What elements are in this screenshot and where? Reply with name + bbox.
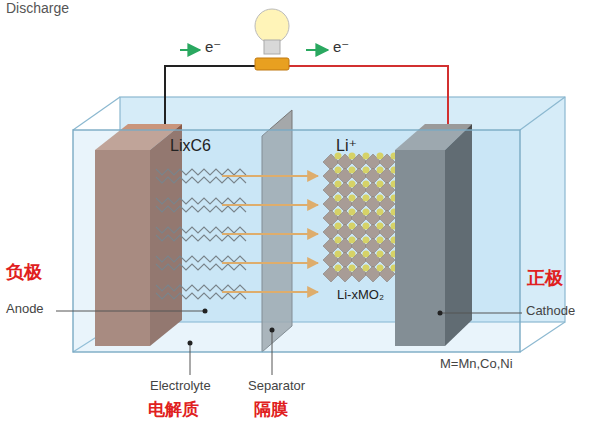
leader-dots <box>188 309 443 346</box>
electron-label: e⁻ <box>205 38 221 55</box>
container-edges <box>73 97 565 352</box>
anode-material: LixC6 <box>170 137 211 155</box>
separator-zh: 隔膜 <box>254 400 288 420</box>
metal-note: M=Mn,Co,Ni <box>440 357 513 372</box>
electron-arrow <box>306 49 328 51</box>
diagram-title: Discharge <box>6 0 69 16</box>
wire-red <box>289 66 448 124</box>
light-bulb <box>255 9 289 70</box>
anode-name-zh: 负极 <box>6 262 42 283</box>
electron-label: e⁻ <box>333 38 349 55</box>
wire-black <box>165 66 256 124</box>
electron-arrow <box>180 49 200 51</box>
anode-label: Anode <box>6 302 44 317</box>
cathode-name-zh: 正极 <box>527 268 563 289</box>
ion-label: Li⁺ <box>336 137 357 155</box>
leader-lines <box>56 311 522 375</box>
electrolyte-zh: 电解质 <box>148 400 199 420</box>
cathode-material: Li-xMO₂ <box>337 288 384 303</box>
container-front <box>73 130 520 352</box>
cathode-label: Cathode <box>526 304 575 319</box>
electrolyte-label: Electrolyte <box>150 379 211 394</box>
separator-label: Separator <box>248 379 305 394</box>
